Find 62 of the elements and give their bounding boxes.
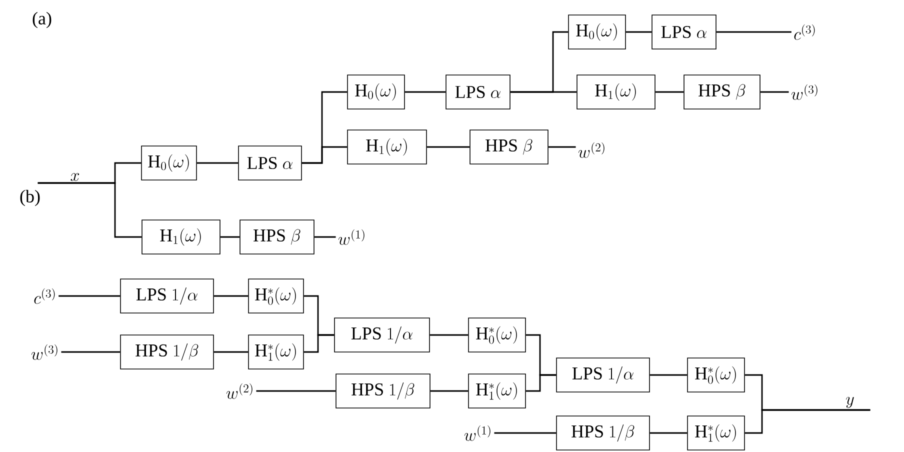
filter-box: $\mathrm{HPS}\ 1/\beta$	[336, 374, 430, 408]
signal-line	[426, 146, 470, 148]
signal-label: $x$	[70, 173, 80, 181]
signal-line	[650, 374, 688, 376]
filter-box: $\mathrm{H}_1^*(\omega)$	[468, 374, 526, 408]
signal-label: $w^{(2)}$	[578, 142, 604, 158]
signal-line	[626, 31, 652, 33]
filter-box: $\mathrm{HPS}\ \beta$	[684, 74, 760, 110]
signal-line	[526, 374, 556, 392]
signal-line	[430, 390, 468, 392]
signal-line	[61, 351, 120, 353]
filter-box: $\mathrm{H}_0^*(\omega)$	[248, 278, 304, 314]
signal-line	[214, 295, 248, 297]
filter-box: $\mathrm{H}_0(\omega)$	[568, 14, 626, 50]
signal-line	[650, 432, 688, 434]
signal-line	[430, 334, 468, 336]
signal-line	[655, 91, 684, 93]
filter-box: $\mathrm{H}_0^*(\omega)$	[687, 358, 745, 392]
signal-line	[304, 334, 334, 353]
filter-box: $\mathrm{HPS}\ \beta$	[240, 220, 314, 254]
filter-box: $\mathrm{LPS}\ \alpha$	[238, 146, 302, 180]
signal-line	[744, 409, 870, 434]
filter-box: $\mathrm{H}_0(\omega)$	[141, 146, 197, 180]
signal-line	[220, 236, 240, 238]
panel-label: (a)	[32, 12, 52, 28]
filter-box: $\mathrm{LPS}\ \alpha$	[446, 74, 510, 110]
filter-box: $\mathrm{LPS}\ 1/\alpha$	[334, 318, 430, 352]
signal-line	[38, 182, 142, 238]
filter-box: $\mathrm{LPS}\ \alpha$	[652, 14, 716, 50]
filter-box: $\mathrm{HPS}\ 1/\beta$	[120, 334, 214, 370]
filter-box: $\mathrm{H}_1(\omega)$	[142, 220, 220, 254]
signal-line	[716, 31, 792, 33]
filter-box: $\mathrm{H}_1(\omega)$	[576, 74, 656, 110]
filter-box: $\mathrm{HPS}\ \beta$	[470, 130, 548, 164]
signal-label: $w^{(3)}$	[791, 84, 818, 100]
signal-line	[196, 162, 238, 164]
filter-box: $\mathrm{LPS}\ 1/\alpha$	[120, 278, 214, 314]
filter-box: $\mathrm{LPS}\ 1/\alpha$	[556, 358, 650, 392]
filter-box: $\mathrm{H}_1(\omega)$	[347, 130, 427, 164]
panel-label: (b)	[20, 190, 40, 206]
filter-box: $\mathrm{HPS}\ 1/\beta$	[556, 416, 650, 450]
signal-line	[58, 295, 120, 297]
signal-line	[494, 432, 556, 434]
signal-label: $c^{(3)}$	[794, 24, 815, 40]
signal-line	[314, 236, 336, 238]
signal-line	[214, 351, 248, 353]
signal-label: $w^{(3)}$	[31, 344, 58, 360]
filter-box: $\mathrm{H}_0(\omega)$	[347, 74, 405, 110]
signal-line	[302, 146, 348, 164]
filter-box: $\mathrm{H}_0^*(\omega)$	[468, 318, 526, 352]
signal-line	[548, 146, 576, 148]
signal-label: $w^{(2)}$	[226, 383, 252, 399]
signal-label: $c^{(3)}$	[34, 288, 55, 304]
signal-line	[510, 91, 577, 93]
signal-label: $w^{(1)}$	[338, 229, 364, 245]
signal-label: $w^{(1)}$	[464, 425, 490, 441]
signal-line	[256, 390, 336, 392]
filter-box: $\mathrm{H}_1^*(\omega)$	[687, 416, 745, 450]
filter-box: $\mathrm{H}_1^*(\omega)$	[248, 334, 304, 370]
signal-label: $y$	[846, 396, 854, 408]
signal-line	[404, 91, 446, 93]
signal-line	[760, 91, 789, 93]
